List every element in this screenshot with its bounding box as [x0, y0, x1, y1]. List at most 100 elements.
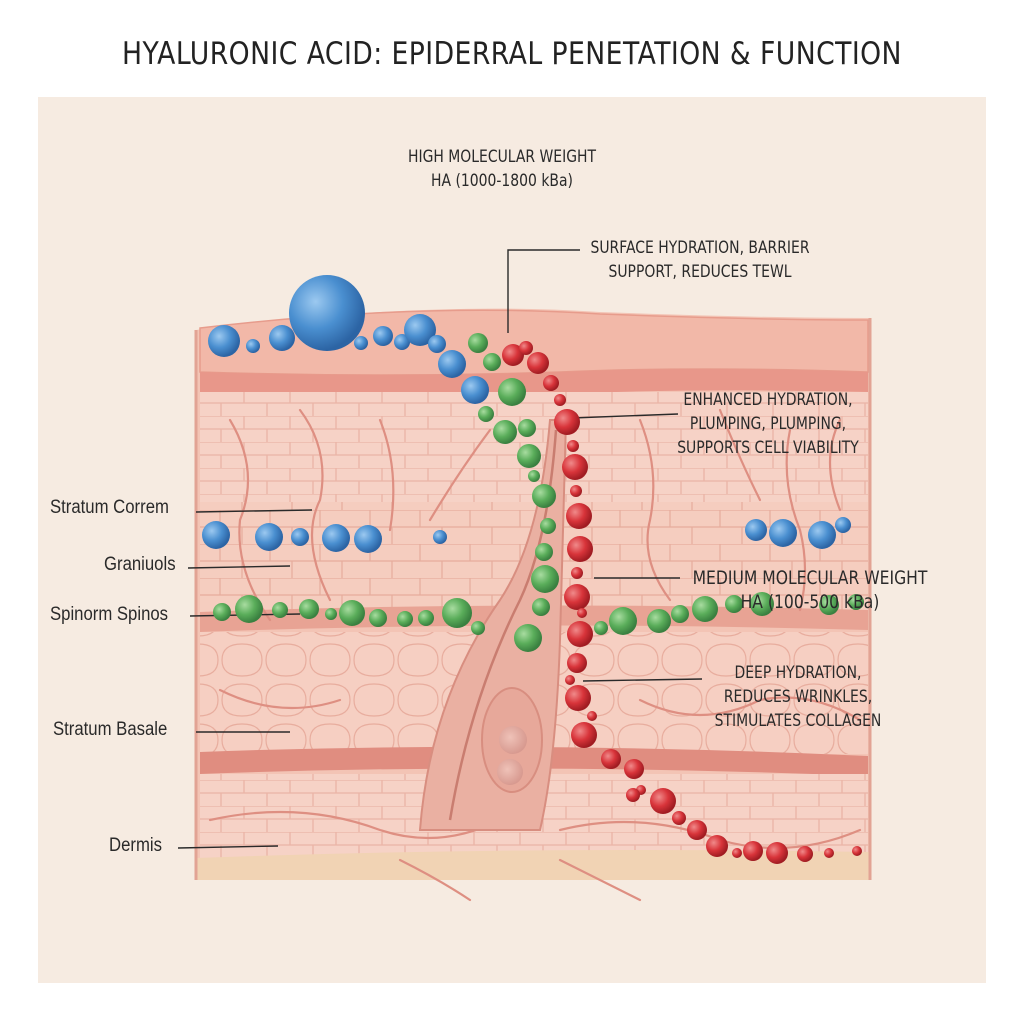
- red-molecule: [626, 788, 640, 802]
- pointer-deep: [582, 678, 703, 682]
- high-mw-label-line1: HIGH MOLECULAR WEIGHT: [407, 147, 597, 167]
- red-molecule: [601, 749, 621, 769]
- green-molecule: [213, 603, 231, 621]
- pointer-dermis: [177, 845, 279, 849]
- green-molecule: [299, 599, 319, 619]
- pointer-corneum: [195, 509, 313, 513]
- green-molecule: [471, 621, 485, 635]
- blue-molecule: [354, 336, 368, 350]
- blue-molecule: [394, 334, 410, 350]
- red-molecule: [565, 675, 575, 685]
- red-molecule: [502, 344, 524, 366]
- green-molecule: [671, 605, 689, 623]
- pointer-enhanced: [571, 413, 679, 419]
- green-molecule: [609, 607, 637, 635]
- layer-label-basale: Stratum Basale: [53, 719, 168, 740]
- enhanced-function-label: ENHANCED HYDRATION, PLUMPING, PLUMPING, …: [661, 388, 874, 460]
- green-molecule: [750, 592, 774, 616]
- red-molecule: [672, 811, 686, 825]
- green-molecule: [468, 333, 488, 353]
- green-molecule: [692, 596, 718, 622]
- blue-molecule: [269, 325, 295, 351]
- blue-molecule: [373, 326, 393, 346]
- red-molecule: [824, 848, 834, 858]
- high-mw-label-line2: HA (1000-1800 kBa): [431, 171, 573, 191]
- blue-molecule: [255, 523, 283, 551]
- layer-label-spinosum: Spinorm Spinos: [50, 604, 169, 625]
- red-molecule: [766, 842, 788, 864]
- blue-molecule: [202, 521, 230, 549]
- green-molecule: [532, 484, 556, 508]
- green-molecule: [339, 600, 365, 626]
- blue-molecule: [835, 517, 851, 533]
- red-molecule: [732, 848, 742, 858]
- high-mw-molecules: [202, 275, 851, 553]
- high-mw-label: HIGH MOLECULAR WEIGHT HA (1000-1800 kBa): [379, 145, 625, 193]
- green-molecule: [493, 420, 517, 444]
- red-molecule: [565, 685, 591, 711]
- green-molecule: [418, 610, 434, 626]
- red-molecule: [577, 608, 587, 618]
- medium-mw-molecules: [213, 333, 864, 652]
- red-molecule: [571, 722, 597, 748]
- deep-function-line: REDUCES WRINKLES,: [723, 687, 873, 707]
- blue-molecule-large: [289, 275, 365, 351]
- green-molecule: [272, 602, 288, 618]
- pointer-surface: [507, 249, 580, 333]
- green-molecule: [514, 624, 542, 652]
- follicle-bulb-lower: [497, 759, 523, 785]
- green-molecule: [498, 378, 526, 406]
- blue-molecule: [246, 339, 260, 353]
- green-molecule: [594, 621, 608, 635]
- red-molecule: [567, 653, 587, 673]
- green-molecule: [531, 565, 559, 593]
- medium-mw-label-line1: MEDIUM MOLECULAR WEIGHT: [692, 567, 928, 589]
- green-molecule: [325, 608, 337, 620]
- red-molecule: [562, 454, 588, 480]
- red-molecule: [570, 485, 582, 497]
- blue-molecule: [461, 376, 489, 404]
- red-molecule: [571, 567, 583, 579]
- red-molecule: [527, 352, 549, 374]
- enhanced-function-line: PLUMPING, PLUMPING,: [689, 414, 847, 434]
- red-molecule: [852, 846, 862, 856]
- medium-mw-label-line2: HA (100-500 kBa): [740, 591, 880, 613]
- red-molecule: [587, 711, 597, 721]
- red-molecule: [567, 621, 593, 647]
- green-molecule: [532, 598, 550, 616]
- enhanced-function-line: ENHANCED HYDRATION,: [683, 390, 853, 410]
- red-molecule: [743, 841, 763, 861]
- red-molecule: [567, 440, 579, 452]
- pointer-granulosum: [187, 565, 291, 569]
- blue-molecule: [291, 528, 309, 546]
- layer-label-corneum: Stratum Correm: [50, 497, 169, 518]
- surface-function-line: SUPPORT, REDUCES TEWL: [608, 262, 792, 282]
- green-molecule: [528, 470, 540, 482]
- blue-molecule: [808, 521, 836, 549]
- green-molecule: [235, 595, 263, 623]
- follicle-bulb-upper: [499, 726, 527, 754]
- diagram-title: HYALURONIC ACID: EPIDERRAL PENETATION & …: [122, 36, 902, 72]
- red-molecule: [564, 584, 590, 610]
- green-molecule: [819, 595, 839, 615]
- red-molecule: [687, 820, 707, 840]
- blue-molecule: [404, 314, 436, 346]
- red-molecule: [554, 394, 566, 406]
- green-molecule: [647, 609, 671, 633]
- green-molecule: [540, 518, 556, 534]
- blue-molecule: [745, 519, 767, 541]
- green-molecule: [478, 406, 494, 422]
- red-molecule: [650, 788, 676, 814]
- green-molecule: [517, 444, 541, 468]
- red-molecule: [519, 341, 533, 355]
- layer-label-granulosum: Graniuols: [104, 554, 176, 575]
- blue-molecule: [769, 519, 797, 547]
- surface-function-line: SURFACE HYDRATION, BARRIER: [590, 238, 810, 258]
- blue-molecule: [354, 525, 382, 553]
- green-molecule: [518, 419, 536, 437]
- red-molecule: [624, 759, 644, 779]
- deep-function-line: DEEP HYDRATION,: [734, 663, 862, 683]
- blue-molecule: [438, 350, 466, 378]
- red-molecule: [566, 503, 592, 529]
